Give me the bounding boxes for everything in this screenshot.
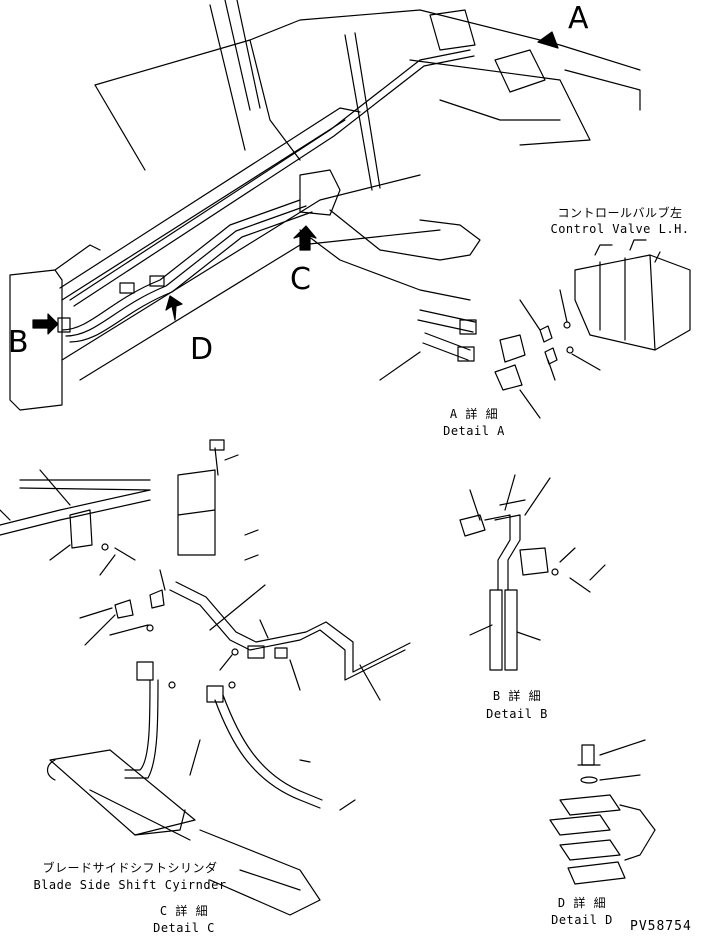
blade-side-shift-label-jp: ブレードサイドシフトシリンダ bbox=[42, 861, 218, 875]
detail-d-label-en: Detail D bbox=[551, 913, 613, 927]
detail-c-label-jp: C 詳 細 bbox=[159, 904, 209, 918]
callout-letter-a: A bbox=[568, 1, 589, 36]
control-valve-label-jp: コントロールバルブ左 bbox=[557, 206, 683, 220]
control-valve-drawing bbox=[379, 239, 691, 419]
main-assembly-drawing bbox=[9, 0, 641, 411]
detail-a-label-en: Detail A bbox=[443, 424, 505, 438]
callout-letter-d: D bbox=[190, 332, 214, 367]
detail-c-label-en: Detail C bbox=[153, 921, 215, 935]
drawing-number: PV58754 bbox=[630, 919, 692, 934]
blade-side-shift-label-en: Blade Side Shift Cyirnder bbox=[33, 878, 227, 892]
callout-letter-c: C bbox=[290, 262, 311, 297]
detail-d-drawing bbox=[549, 739, 656, 885]
detail-d-label-jp: D 詳 細 bbox=[557, 896, 607, 910]
callout-letter-b: B bbox=[8, 325, 29, 360]
detail-b-label-en: Detail B bbox=[486, 707, 548, 721]
detail-b-drawing bbox=[459, 474, 606, 671]
control-valve-label-en: Control Valve L.H. bbox=[550, 222, 690, 236]
detail-b-label-jp: B 詳 細 bbox=[492, 689, 542, 703]
detail-a-label-jp: A 詳 細 bbox=[449, 407, 499, 421]
detail-c-drawing bbox=[0, 439, 411, 916]
